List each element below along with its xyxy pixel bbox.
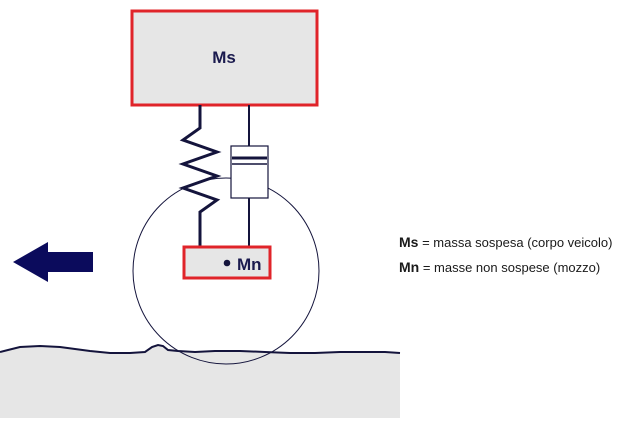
legend-item-ms: Ms = massa sospesa (corpo veicolo) xyxy=(399,230,643,255)
legend-symbol-mn: Mn xyxy=(399,259,420,275)
legend-text-ms: = massa sospesa (corpo veicolo) xyxy=(418,235,613,250)
legend: Ms = massa sospesa (corpo veicolo) Mn = … xyxy=(399,230,643,280)
damper xyxy=(230,105,269,247)
hub-center-dot xyxy=(223,259,231,267)
road-surface xyxy=(0,345,400,418)
legend-text-mn: = masse non sospese (mozzo) xyxy=(419,260,601,275)
legend-symbol-ms: Ms xyxy=(399,234,419,250)
road-edge-line xyxy=(0,343,401,354)
spring xyxy=(178,105,222,247)
arrow-left-icon xyxy=(13,242,93,282)
legend-item-mn: Mn = masse non sospese (mozzo) xyxy=(399,255,643,280)
unsprung-mass-label: Mn xyxy=(237,255,262,274)
sprung-mass-box xyxy=(130,9,319,107)
sprung-mass-label: Ms xyxy=(212,48,236,67)
wheel-circle xyxy=(132,177,320,365)
